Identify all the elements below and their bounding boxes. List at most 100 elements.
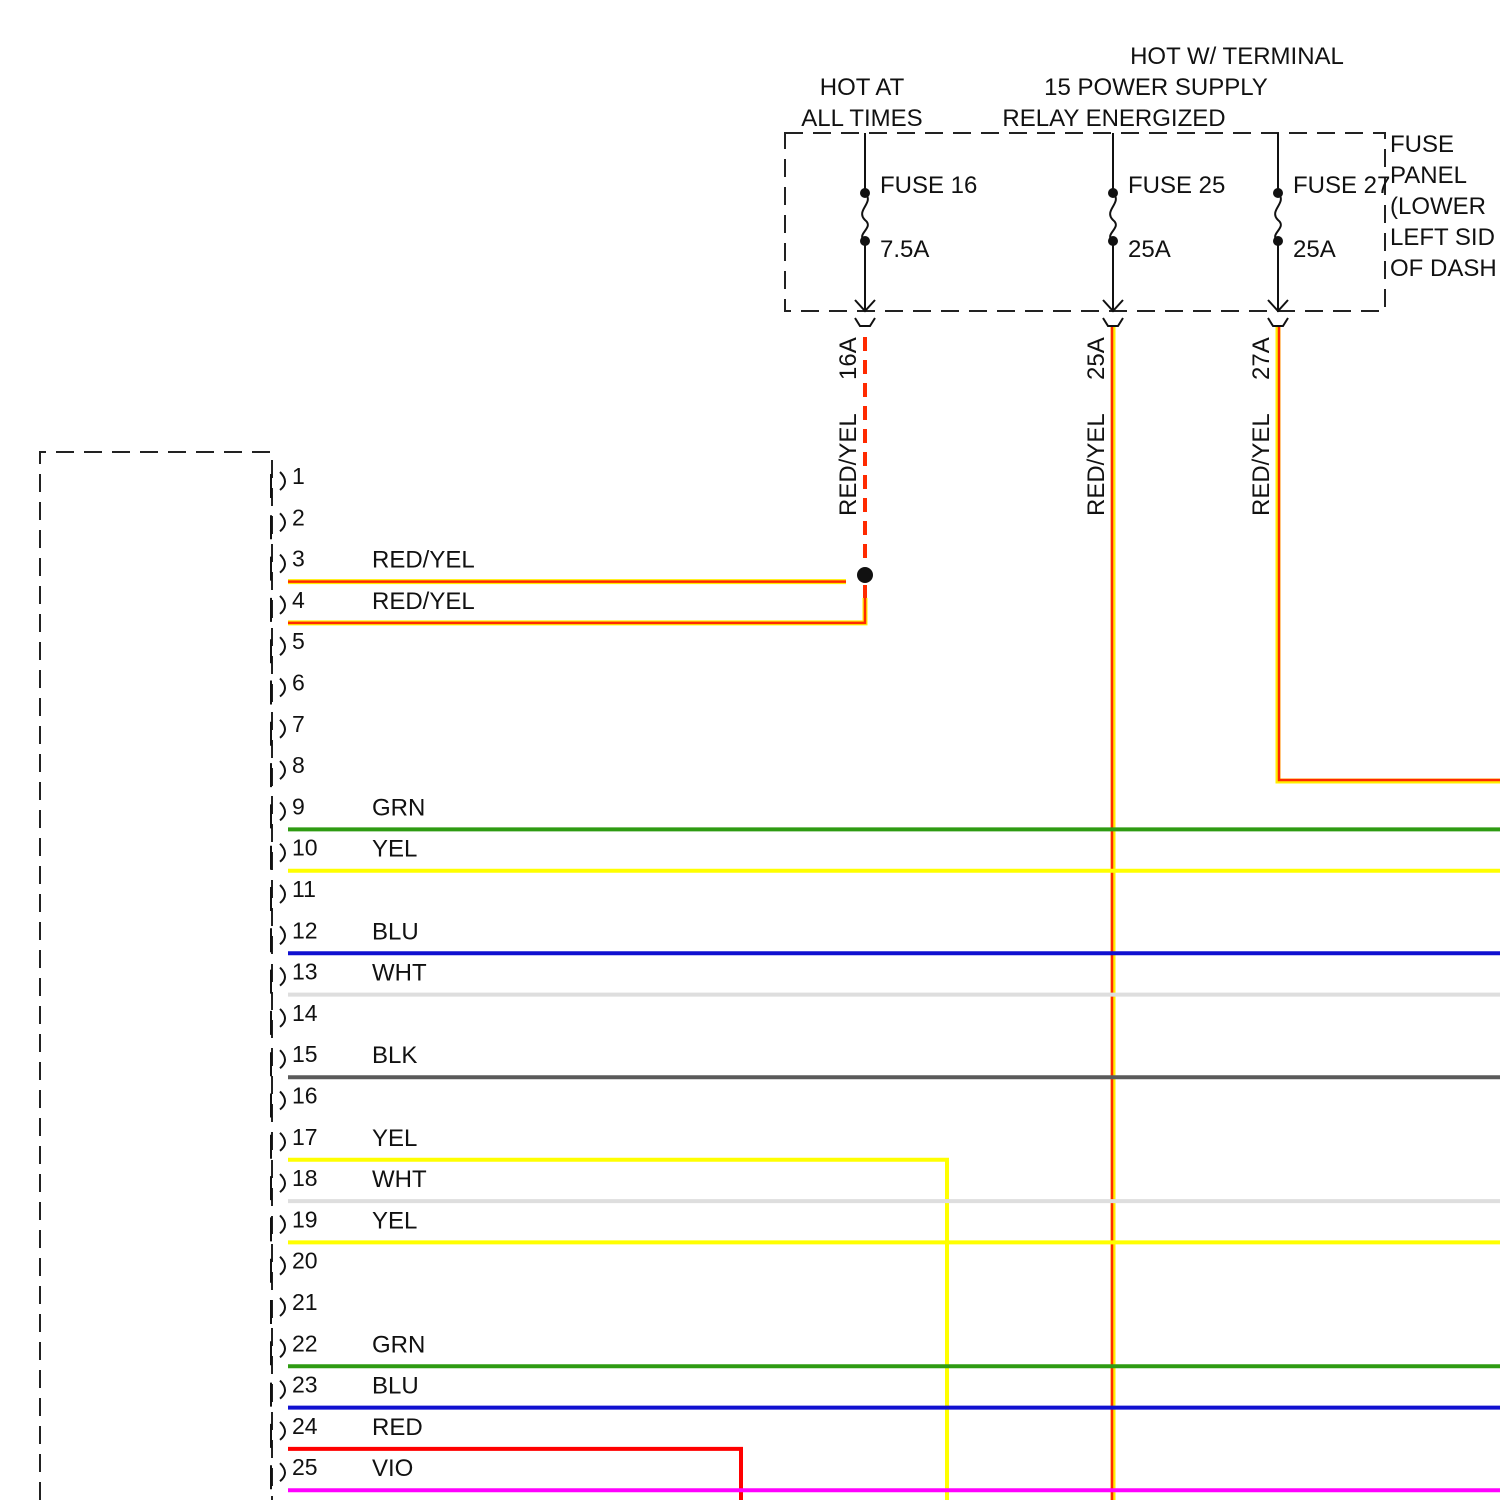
connector-female-icon <box>855 318 875 326</box>
fuse-panel-label-line: OF DASH <box>1390 255 1497 282</box>
header-line: ALL TIMES <box>801 105 922 132</box>
pin-number: 5 <box>292 628 305 654</box>
header-hot-w-terminal: HOT W/ TERMINAL 15 POWER SUPPLY RELAY EN… <box>1002 43 1343 132</box>
wire-27a-stripe <box>1278 327 1500 781</box>
fuse-element-icon <box>1110 193 1116 241</box>
pin-number: 19 <box>292 1206 318 1232</box>
pin-number: 13 <box>292 959 318 985</box>
fuse-panel-label-line: (LOWER <box>1390 193 1486 220</box>
pin-cavity-icon <box>271 1422 285 1448</box>
circuit-labels: 16A RED/YEL 25A RED/YEL 27A RED/YEL <box>835 337 1275 516</box>
pin-number: 14 <box>292 1000 318 1026</box>
header-line: HOT AT <box>820 74 905 101</box>
fuse-panel-label-line: LEFT SID <box>1390 224 1495 251</box>
pin-wire-color-label: RED/YEL <box>372 547 475 574</box>
pin-cavity-icon <box>271 761 285 787</box>
fuse-name: FUSE 25 <box>1128 172 1225 199</box>
pin-wire-color-label: YEL <box>372 1207 417 1234</box>
pin-cavity-icon <box>271 513 285 539</box>
pin-wire-color-label: YEL <box>372 1125 417 1152</box>
pin-cavity-icon <box>271 926 285 952</box>
header-line: 15 POWER SUPPLY <box>1044 74 1268 101</box>
pin-number: 16 <box>292 1083 318 1109</box>
pin-number: 17 <box>292 1124 318 1150</box>
fuse-name: FUSE 27 <box>1293 172 1390 199</box>
pin-cavity-icon <box>271 885 285 911</box>
pin-cavity-icon <box>271 1339 285 1365</box>
pin-number: 22 <box>292 1330 318 1356</box>
circuit-wire-color: RED/YEL <box>1083 413 1110 516</box>
pin-number: 15 <box>292 1041 318 1067</box>
pin-cavity-icon <box>271 720 285 746</box>
pin-cavity-icon <box>271 637 285 663</box>
pin-number: 1 <box>292 463 305 489</box>
fuse-27: FUSE 27 25A <box>1268 133 1390 326</box>
pin-cavity-icon <box>271 555 285 581</box>
pin-cavity-icon <box>271 472 285 498</box>
fuse-rating: 25A <box>1293 236 1336 263</box>
connector-female-icon <box>1268 318 1288 326</box>
circuit-id: 27A <box>1248 337 1275 380</box>
fuse-rating: 25A <box>1128 236 1171 263</box>
fuse-panel-label-line: PANEL <box>1390 162 1467 189</box>
header-line: HOT W/ TERMINAL <box>1130 43 1344 70</box>
pin-wire-color-label: VIO <box>372 1455 413 1482</box>
pin-cavity-icon <box>271 1009 285 1035</box>
pin-cavity-icon <box>271 1257 285 1283</box>
pin-cavity-icon <box>271 1215 285 1241</box>
pin-number: 25 <box>292 1454 318 1480</box>
fuse-panel-outline <box>785 133 1385 311</box>
fuse-element-icon <box>862 193 868 241</box>
pin-wire-color-label: BLU <box>372 1373 419 1400</box>
pin-wire-color-label: WHT <box>372 960 427 987</box>
pin-number: 9 <box>292 793 305 819</box>
fuse-element-icon <box>1275 193 1281 241</box>
pin-cavity-icon <box>271 1133 285 1159</box>
pin-cavity-icon <box>271 1050 285 1076</box>
fuse-25: FUSE 25 25A <box>1103 133 1225 326</box>
circuit-wire-color: RED/YEL <box>835 413 862 516</box>
pin-number: 8 <box>292 752 305 778</box>
pin-number: 12 <box>292 917 318 943</box>
circuit-wire-color: RED/YEL <box>1248 413 1275 516</box>
wire <box>288 1449 741 1500</box>
pin-cavity-icon <box>271 596 285 622</box>
pin-number: 20 <box>292 1248 318 1274</box>
pin-number: 10 <box>292 835 318 861</box>
wire-27a <box>1279 327 1500 780</box>
fuse-panel-label: FUSE PANEL (LOWER LEFT SID OF DASH <box>1390 131 1497 282</box>
pin-wire-color-label: YEL <box>372 836 417 863</box>
pin-number: 24 <box>292 1413 318 1439</box>
pin-number: 7 <box>292 711 305 737</box>
pin-cavity-icon <box>271 1463 285 1489</box>
feed-wires <box>857 327 1500 1500</box>
pin-number: 2 <box>292 504 305 530</box>
pin-wire-color-label: WHT <box>372 1166 427 1193</box>
pin-cavity-icon <box>271 1298 285 1324</box>
pin-wire-color-label: BLU <box>372 918 419 945</box>
header-line: RELAY ENERGIZED <box>1002 105 1225 132</box>
splice-dot <box>857 567 873 583</box>
pin-number: 11 <box>292 876 316 902</box>
pin-wire-color-label: GRN <box>372 1331 425 1358</box>
pin-cavity-icon <box>271 1092 285 1118</box>
component-outline <box>40 452 272 1500</box>
fuse-16: FUSE 16 7.5A <box>855 133 977 326</box>
pin-number: 23 <box>292 1372 318 1398</box>
pin-cavity-icon <box>271 1381 285 1407</box>
pin-number: 3 <box>292 546 305 572</box>
pin-cavity-icon <box>271 844 285 870</box>
pin-wire-color-label: RED/YEL <box>372 588 475 615</box>
fuse-panel-label-line: FUSE <box>1390 131 1454 158</box>
pin-wire-color-label: RED <box>372 1414 423 1441</box>
pin-number: 6 <box>292 670 305 696</box>
pin-number: 21 <box>292 1289 318 1315</box>
circuit-id: 25A <box>1083 337 1110 380</box>
pin-cavity-icon <box>271 679 285 705</box>
pin-cavity-icon <box>271 1174 285 1200</box>
connector-wires <box>288 582 1500 1500</box>
fuse-name: FUSE 16 <box>880 172 977 199</box>
pin-number: 4 <box>292 587 305 613</box>
